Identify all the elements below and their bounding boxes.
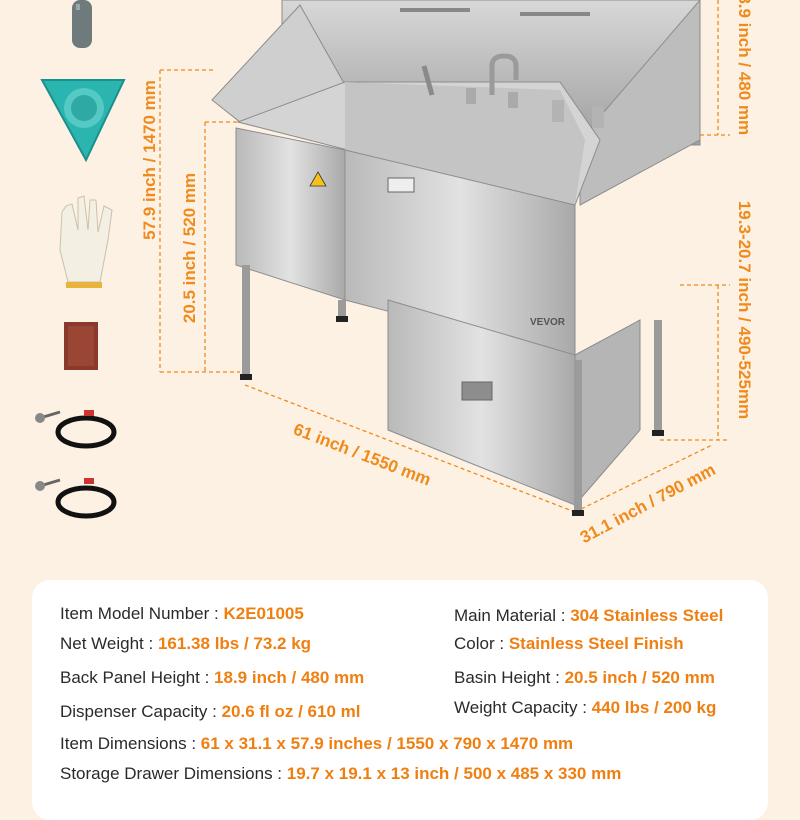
dimension-guides bbox=[159, 0, 730, 513]
spec-back-panel: Back Panel Height : 18.9 inch / 480 mm bbox=[60, 668, 365, 687]
spec-model: Item Model Number : K2E01005 bbox=[60, 604, 304, 623]
total-height-label: 57.9 inch / 1470 mm bbox=[140, 80, 159, 240]
scouring-pad-accessory-icon bbox=[64, 322, 98, 370]
spec-color: Color : Stainless Steel Finish bbox=[454, 634, 684, 653]
tub-body: VEVOR bbox=[211, 0, 701, 516]
spec-basin-height: Basin Height : 20.5 inch / 520 mm bbox=[454, 668, 715, 687]
basin-height-label: 20.5 inch / 520 mm bbox=[180, 172, 199, 324]
leg-height-label: 19.3-20.7 inch / 490-525mm bbox=[735, 200, 754, 420]
gloves-accessory-icon bbox=[59, 195, 113, 288]
back-panel-height-label: 18.9 inch / 480 mm bbox=[735, 0, 754, 136]
spec-material: Main Material : 304 Stainless Steel bbox=[454, 606, 724, 625]
grooming-tub-drawing: VEVOR bbox=[35, 0, 730, 519]
brush-accessory-icon bbox=[72, 0, 92, 48]
specifications-panel: Item Model Number : K2E01005 Net Weight … bbox=[32, 580, 768, 820]
leg-feet bbox=[240, 316, 664, 516]
spec-drawer-dimensions: Storage Drawer Dimensions : 19.7 x 19.1 … bbox=[60, 764, 622, 783]
leash-accessory-icon bbox=[35, 410, 117, 449]
spec-dispenser: Dispenser Capacity : 20.6 fl oz / 610 ml bbox=[60, 702, 361, 721]
spec-item-dimensions: Item Dimensions : 61 x 31.1 x 57.9 inche… bbox=[60, 734, 574, 753]
product-illustration: VEVOR bbox=[35, 0, 754, 547]
bath-brush-accessory-icon bbox=[40, 79, 126, 163]
brand-logo: VEVOR bbox=[530, 317, 566, 328]
spec-net-weight: Net Weight : 161.38 lbs / 73.2 kg bbox=[60, 634, 312, 653]
spec-weight-capacity: Weight Capacity : 440 lbs / 200 kg bbox=[454, 698, 717, 717]
leash-accessory-icon bbox=[35, 478, 117, 519]
